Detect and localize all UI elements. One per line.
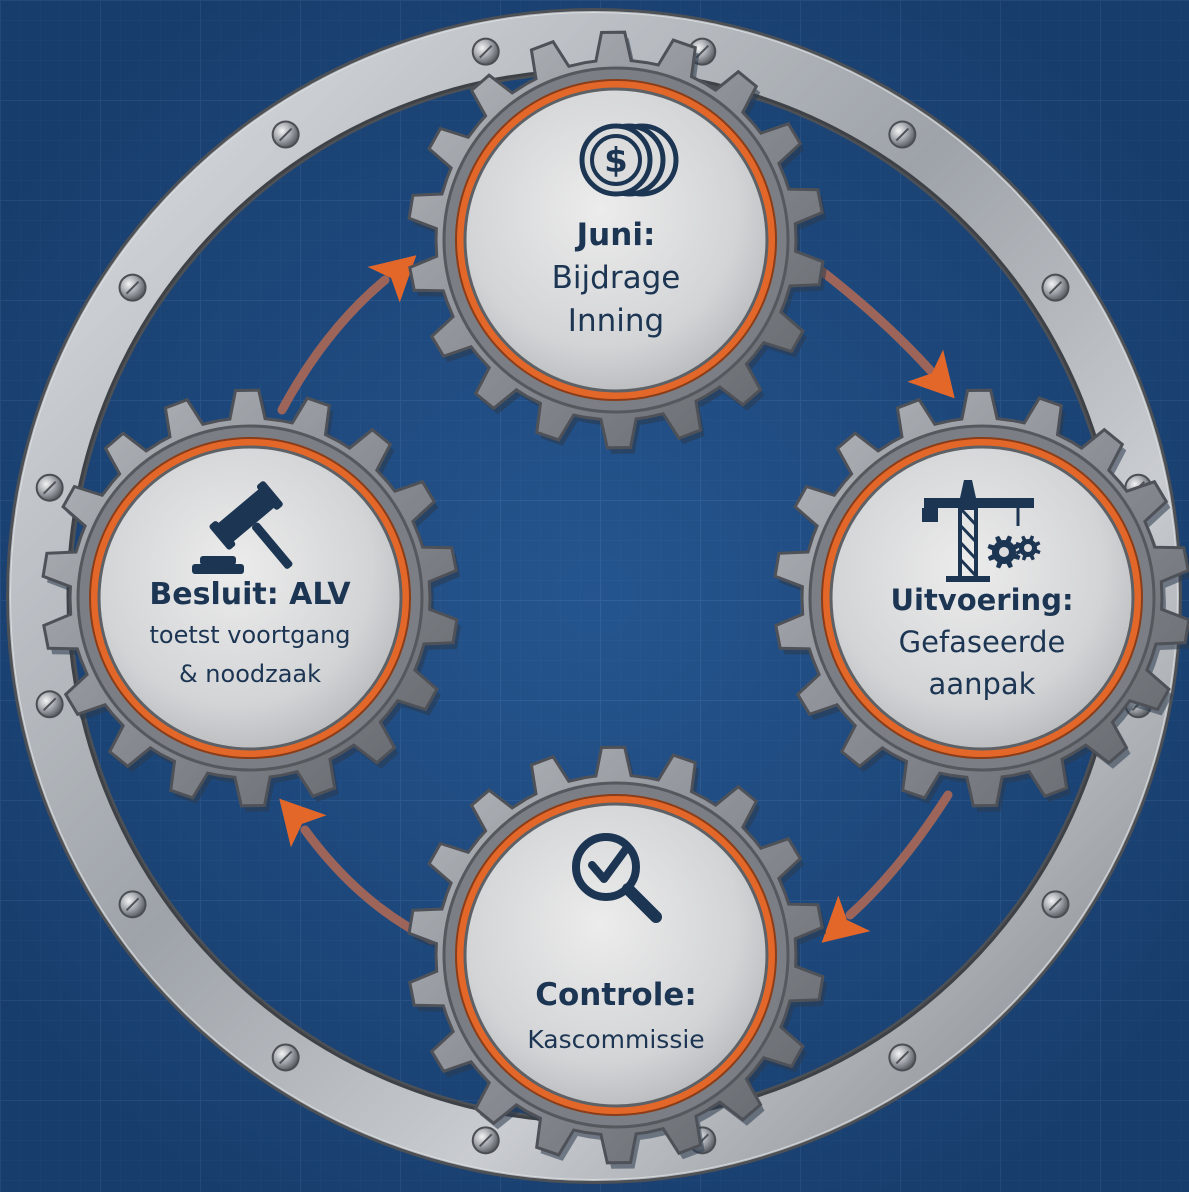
step-description: Inning [568,303,664,339]
bolt-slot [1048,897,1063,912]
flow-arrows [277,255,955,945]
bolt-slot [125,280,140,295]
bolt-slot [479,1133,493,1148]
bolt-slot [479,44,493,59]
bolt-slot [278,1050,293,1065]
step-gear-4: Besluit: ALV toetst voortgang & noodzaak [41,388,461,812]
step-description: Kascommissie [527,1025,704,1054]
gear-face [829,445,1135,751]
step-title: Uitvoering: [890,583,1073,617]
step-description: Bijdrage [552,260,681,296]
step-gear-2: Uitvoering: Gefaseerde aanpak [773,388,1189,812]
bolt-slot [42,481,57,495]
bolt-slot [278,127,293,142]
crane-gears-icon [922,480,1041,582]
flow-arrow-shaft [845,790,953,920]
flow-arrowhead [821,895,871,943]
step-title: Juni: [575,217,656,253]
ring-bolts [35,37,1153,1155]
bolt-slot [125,897,140,912]
step-gear-3: Controle: Kascommissie [407,745,827,1169]
flow-arrow-shaft [805,257,935,375]
step-description: aanpak [929,667,1036,701]
step-description: Gefaseerde [899,625,1066,659]
bolt-slot [42,697,57,711]
svg-text:$: $ [604,141,628,181]
bolt-slot [895,1050,910,1065]
step-title: Besluit: ALV [149,577,351,612]
flow-arrowhead [907,349,955,399]
flow-arrowhead [367,255,417,303]
gear-face [463,802,769,1108]
bolt-slot [1048,280,1063,295]
gear-face [463,87,769,393]
gavel-icon [192,481,293,574]
step-title: Controle: [535,977,697,1013]
bolt-slot [895,127,910,142]
coins-icon: $ [579,123,679,197]
step-description: toetst voortgang [149,621,350,649]
magnifier-check-icon [572,833,662,923]
step-description: & noodzaak [179,660,321,688]
flow-arrow-shaft [277,275,390,415]
gear-face [97,445,403,751]
flow-arrowhead [279,798,327,848]
